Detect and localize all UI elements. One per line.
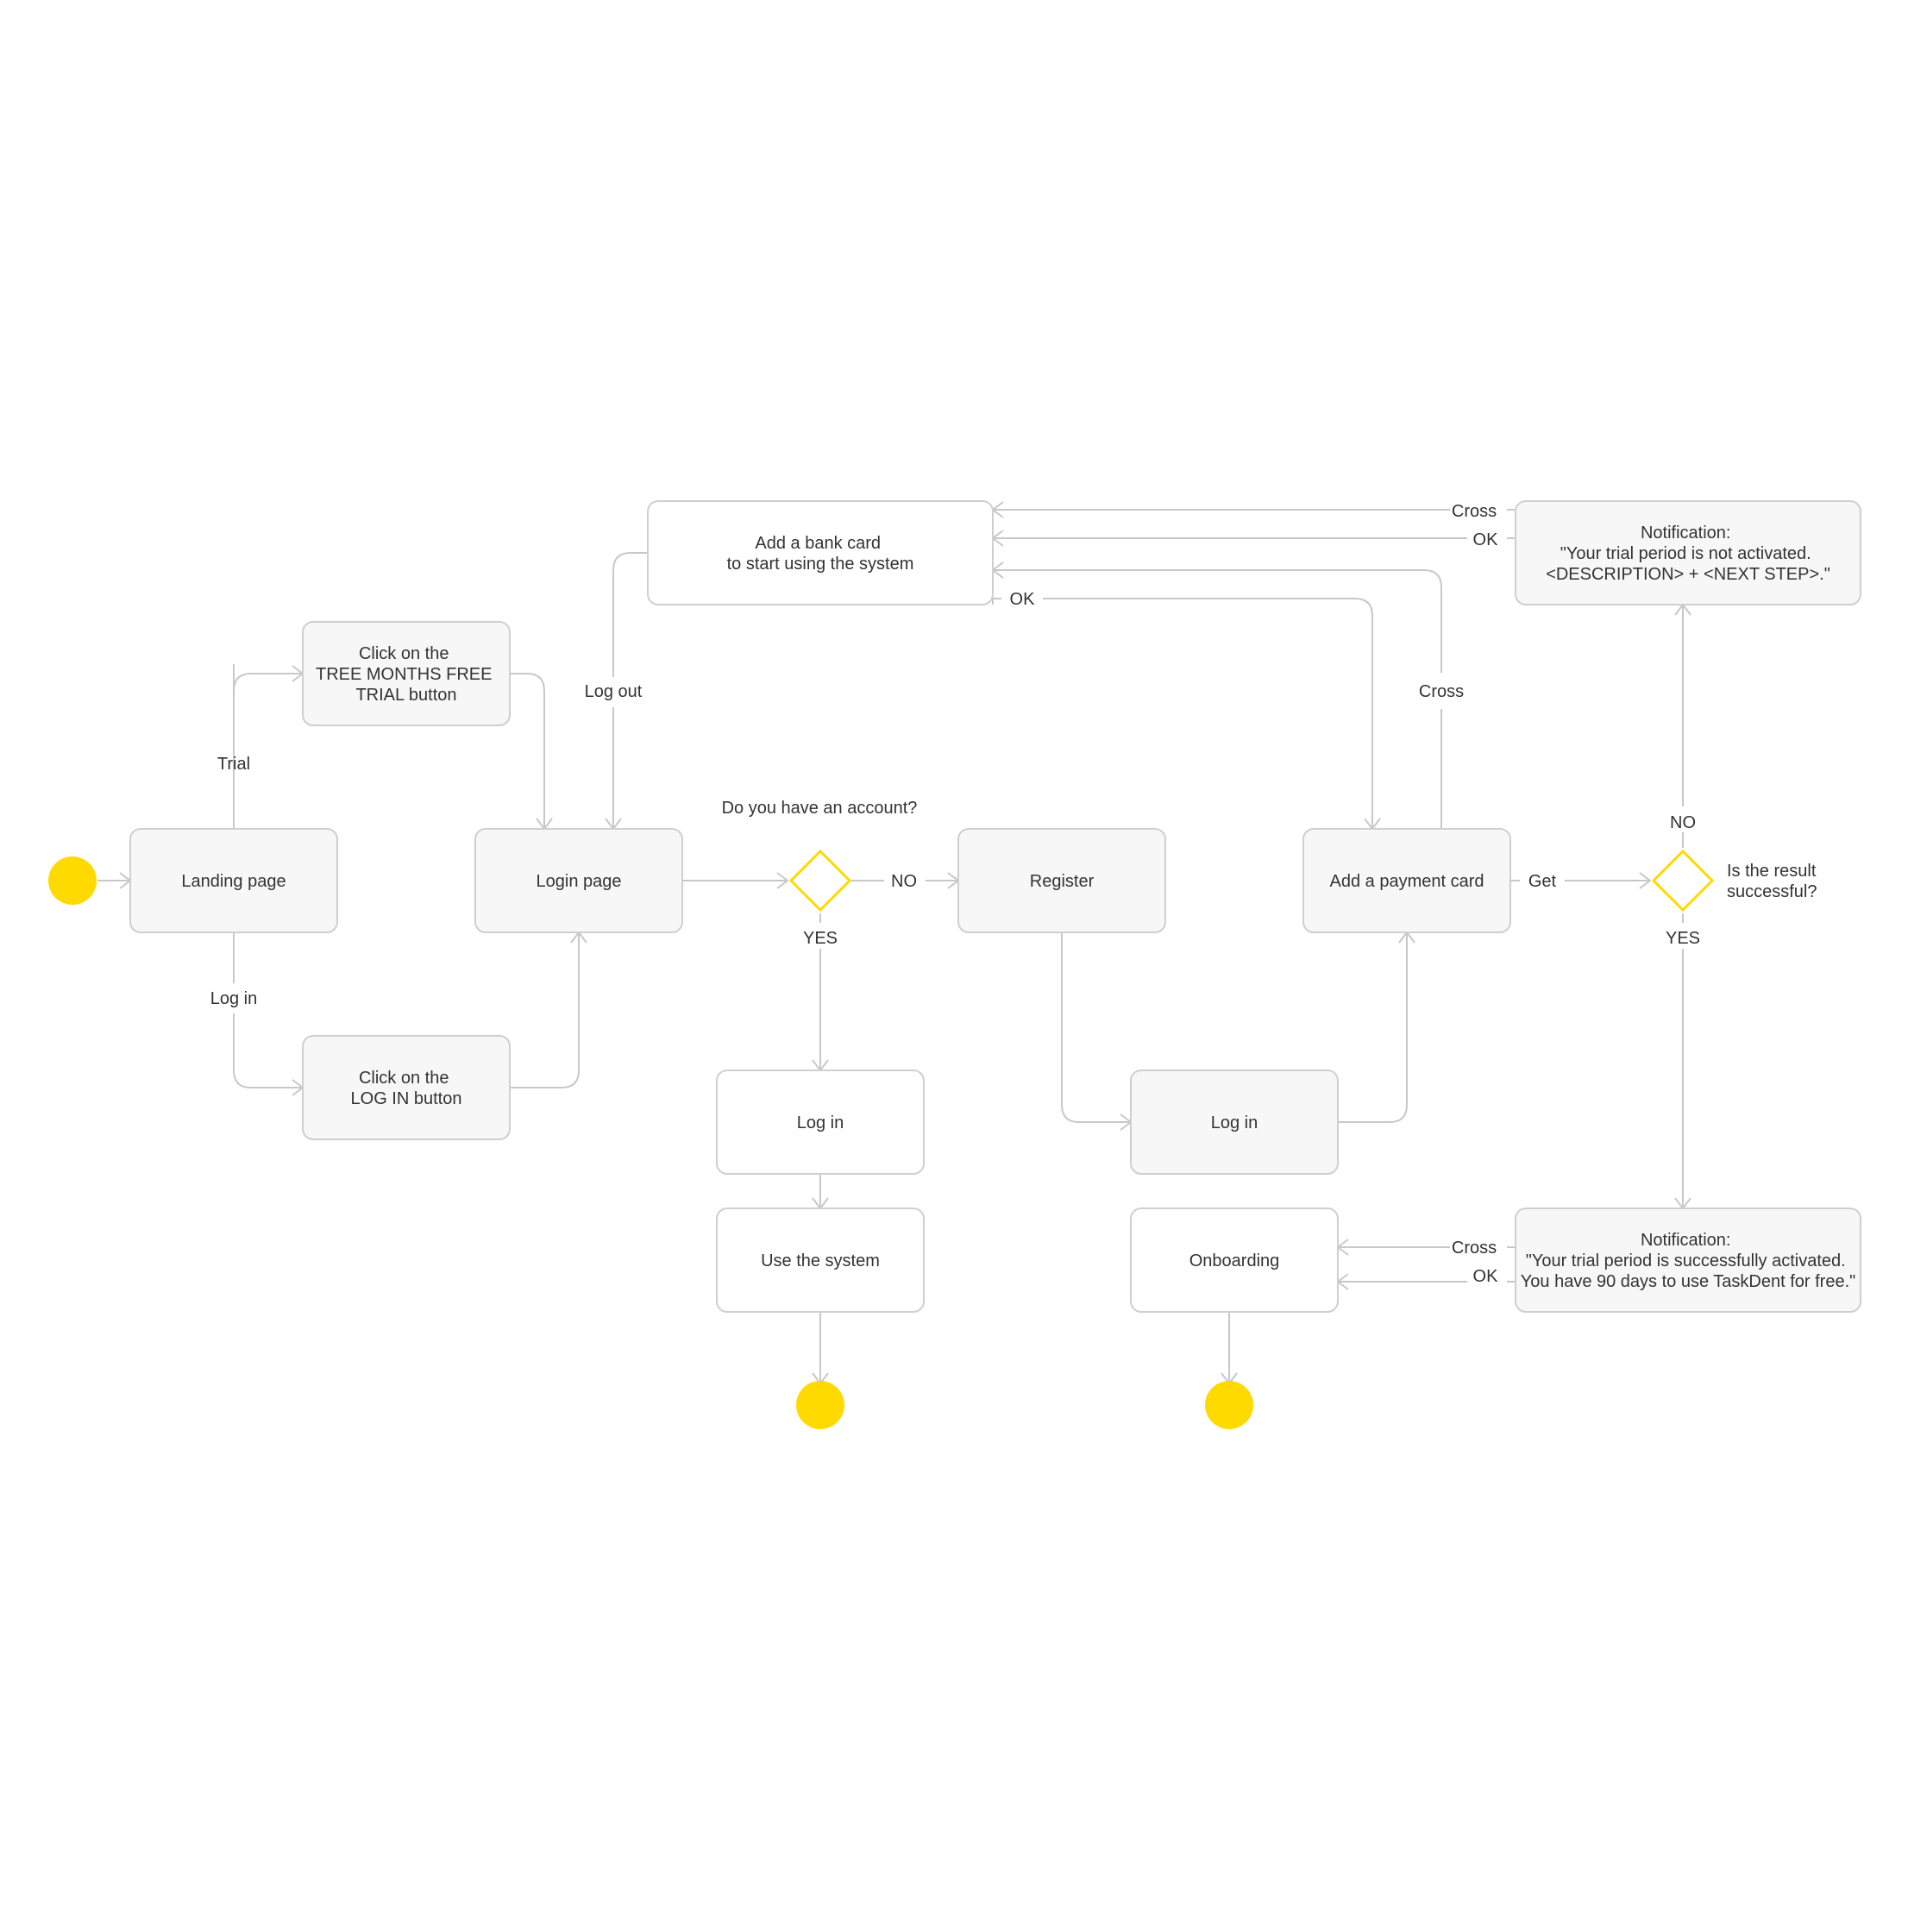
notification-fail-label: Notification: "Your trial period is not … <box>1546 524 1830 584</box>
node-notification-success <box>1515 1208 1861 1313</box>
node-payment-card <box>1302 828 1511 933</box>
edge-register-to-login-new <box>1061 932 1131 1122</box>
edge-trial-to-login-page <box>510 673 544 829</box>
edge-bank-to-login-page <box>613 552 648 829</box>
landing-page-label: Landing page <box>181 872 286 891</box>
node-bank-card <box>647 500 994 605</box>
start-node <box>48 856 97 905</box>
node-login-existing <box>716 1070 925 1175</box>
account-question: Do you have an account? <box>722 799 918 818</box>
notification-success-label: Notification: "Your trial period is succ… <box>1521 1231 1855 1291</box>
edge-label-yes-account: YES <box>803 929 838 948</box>
bank-card-label: Add a bank card to start using the syste… <box>727 534 914 574</box>
payment-card-label: Add a payment card <box>1330 872 1484 891</box>
login-new-label: Log in <box>1211 1113 1258 1132</box>
edge-label-ok-bank: OK <box>1010 590 1036 609</box>
edge-payment-to-bank <box>993 570 1442 829</box>
node-register <box>957 828 1166 933</box>
trial-button-label: Click on the TREE MONTHS FREE TRIAL butt… <box>316 644 497 705</box>
edge-label-ok-top: OK <box>1473 530 1499 549</box>
result-question: Is the result successful? <box>1727 862 1821 901</box>
node-use-system <box>716 1208 925 1313</box>
register-label: Register <box>1030 872 1095 891</box>
edge-label-cross-payment: Cross <box>1419 682 1464 701</box>
node-login-new <box>1130 1070 1339 1175</box>
node-landing-page <box>129 828 338 933</box>
edge-label-no-account: NO <box>891 872 917 891</box>
edge-bank-to-payment <box>992 597 1372 829</box>
edge-label-no-result: NO <box>1670 813 1696 832</box>
login-button-label: Click on the LOG IN button <box>351 1069 462 1108</box>
onboarding-label: Onboarding <box>1189 1251 1280 1270</box>
edge-label-log-in: Log in <box>210 989 258 1008</box>
edge-landing-to-login-button <box>233 932 303 1088</box>
node-onboarding <box>1130 1208 1339 1313</box>
node-trial-button <box>302 621 511 726</box>
edge-label-cross-bottom: Cross <box>1452 1239 1497 1258</box>
node-login-page <box>474 828 683 933</box>
login-existing-label: Log in <box>797 1113 844 1132</box>
login-page-label: Login page <box>537 872 622 891</box>
edge-label-yes-result: YES <box>1666 929 1700 948</box>
edge-login-button-to-login-page <box>510 932 579 1088</box>
decision-result <box>1651 849 1715 913</box>
edge-label-cross-top: Cross <box>1452 502 1497 521</box>
node-notification-fail <box>1515 500 1861 605</box>
decision-account <box>788 849 852 913</box>
end-node-use-system <box>796 1381 844 1429</box>
end-node-onboarding <box>1205 1381 1253 1429</box>
edge-label-get: Get <box>1528 872 1557 891</box>
use-system-label: Use the system <box>761 1251 880 1270</box>
node-login-button <box>302 1035 511 1140</box>
edge-label-log-out: Log out <box>585 682 643 701</box>
edge-landing-to-trial <box>233 664 303 829</box>
edge-label-ok-bottom: OK <box>1473 1267 1499 1286</box>
edge-login-new-to-payment <box>1338 932 1407 1123</box>
edge-label-trial: Trial <box>217 755 250 774</box>
